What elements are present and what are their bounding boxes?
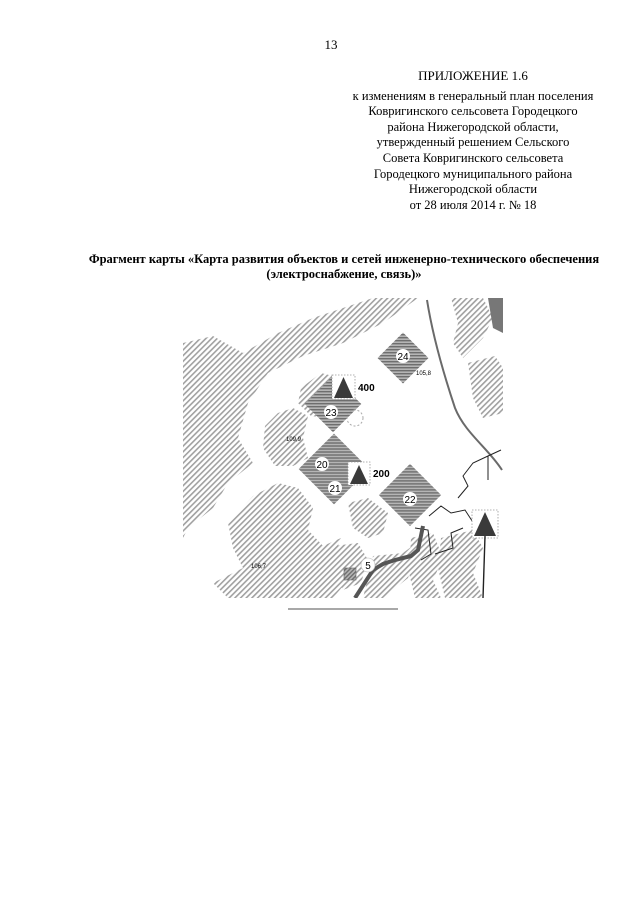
elevation-label: 105,8: [416, 371, 432, 377]
triangle-icon: [334, 377, 353, 398]
svg-text:22: 22: [404, 495, 416, 506]
svg-text:20: 20: [316, 460, 328, 471]
page-number: 13: [324, 37, 338, 52]
map-caption: Фрагмент карты «Карта развития объектов …: [88, 252, 600, 281]
appendix-line: Совета Ковригинского сельсовета: [382, 150, 564, 165]
map-fragment: 24 105,8 23 400 109,9 20 21 200: [183, 298, 503, 598]
triangle-icon: [474, 512, 496, 536]
appendix-line: Городецкого муниципального района: [373, 166, 573, 181]
svg-text:23: 23: [325, 408, 337, 419]
svg-text:24: 24: [397, 352, 409, 363]
separator-line: [288, 608, 398, 610]
svg-text:5: 5: [365, 561, 371, 572]
square-marker-icon: [343, 567, 357, 581]
substation-200: 200: [347, 461, 390, 486]
substation-400: 400: [331, 374, 375, 400]
appendix-line: района Нижегородской области,: [387, 119, 559, 134]
plot-22: 22: [378, 463, 442, 527]
appendix-header: ПРИЛОЖЕНИЕ 1.6 к изменениям в генеральны…: [338, 68, 608, 213]
substation-existing: [471, 509, 499, 598]
appendix-line: Нижегородской области: [408, 182, 538, 197]
plot-5: 5: [343, 557, 376, 581]
appendix-line: Ковригинского сельсовета Городецкого: [368, 104, 578, 119]
road-line: [426, 299, 503, 471]
appendix-date-line: от 28 июля 2014 г. № 18: [409, 197, 537, 212]
svg-text:200: 200: [373, 469, 390, 480]
elevation-label: 106,7: [251, 564, 267, 570]
appendix-line: утвержденный решением Сельского: [376, 135, 570, 150]
svg-text:21: 21: [329, 484, 341, 495]
appendix-title: ПРИЛОЖЕНИЕ 1.6: [418, 68, 528, 83]
triangle-icon: [350, 465, 368, 484]
elevation-label: 109,9: [286, 437, 302, 443]
appendix-line: к изменениям в генеральный план поселени…: [352, 88, 594, 103]
svg-text:400: 400: [358, 383, 375, 394]
